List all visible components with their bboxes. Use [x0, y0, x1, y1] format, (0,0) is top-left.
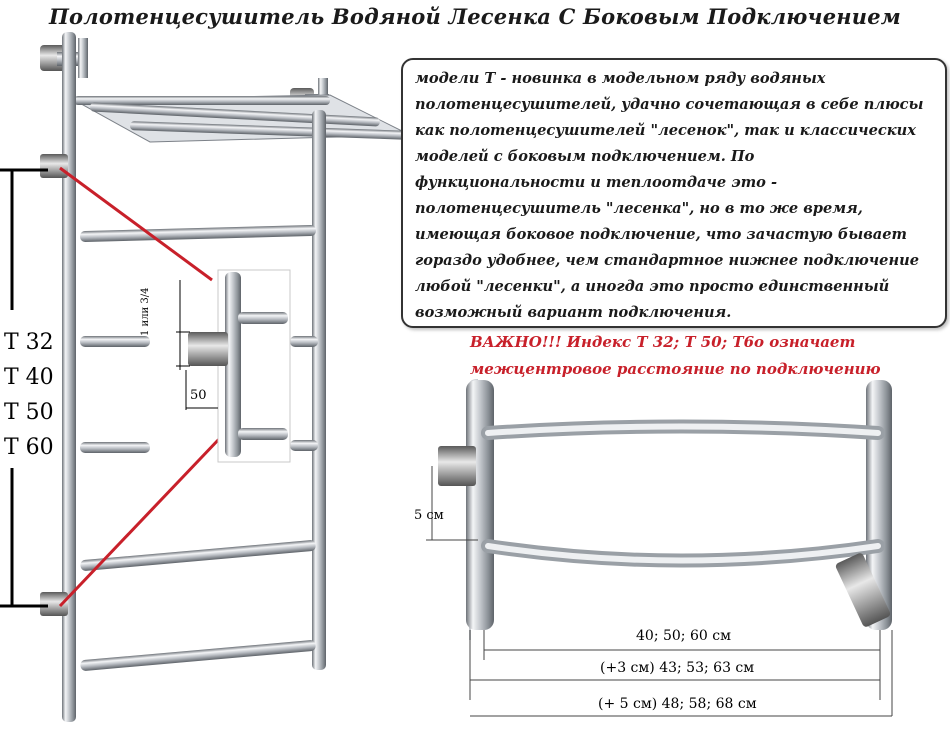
- height-5cm-label: 5 см: [414, 508, 444, 523]
- description-line: гораздо удобнее, чем стандартное нижнее …: [415, 252, 919, 269]
- left-pole: [62, 32, 76, 722]
- description-line: полотенцесушитель "лесенка", но в то же …: [415, 200, 863, 217]
- side-view-drawing: [426, 379, 893, 717]
- rung: [80, 540, 316, 571]
- shelf-bar: [74, 96, 330, 105]
- description-line: как полотенцесушителей "лесенок", так и …: [415, 122, 916, 139]
- description-box: модели Т - новинка в модельном ряду водя…: [401, 58, 947, 328]
- description-line: функциональности и теплоотдаче это -: [415, 174, 778, 191]
- side-connector-bottom: [40, 592, 68, 616]
- important-note: ВАЖНО!!! Индекс Т 32; Т 50; Т6о означает…: [470, 329, 900, 383]
- spacing-dimension: [0, 168, 48, 608]
- description-line: имеющая боковое подключение, что зачасту…: [415, 226, 907, 243]
- width-dimension-2: (+3 см) 43; 53; 63 см: [600, 660, 755, 676]
- callout-line-bottom: [58, 436, 222, 608]
- important-line-2: межцентровое расстояние по подключению: [470, 360, 881, 378]
- index-label-t50: Т 50: [4, 400, 54, 425]
- width-dimension-3: (+ 5 см) 48; 58; 68 см: [598, 696, 757, 712]
- index-label-t32: Т 32: [4, 330, 54, 355]
- rung: [80, 225, 316, 242]
- side-connector-top: [40, 154, 68, 178]
- rung: [80, 442, 150, 453]
- thread-fitting: [188, 332, 228, 366]
- index-label-t60: Т 60: [4, 435, 54, 460]
- description-line: модели Т - новинка в модельном ряду водя…: [415, 70, 826, 87]
- important-line-1: ВАЖНО!!! Индекс Т 32; Т 50; Т6о означает: [470, 333, 856, 351]
- width-dimension-1: 40; 50; 60 см: [636, 628, 731, 644]
- connection-detail-inset: [176, 269, 291, 463]
- rung: [80, 640, 316, 671]
- rung: [80, 336, 150, 347]
- description-line: возможный вариант подключения.: [415, 304, 732, 321]
- description-line: моделей с боковым подключением. По: [415, 148, 755, 165]
- description-line: любой "лесенки", а иногда это просто еди…: [415, 278, 890, 295]
- callout-line-top: [59, 166, 213, 282]
- index-label-t40: Т 40: [4, 365, 54, 390]
- description-line: полотенцесушителей, удачно сочетающая в …: [415, 96, 924, 113]
- side-view-left-pole: [466, 380, 494, 630]
- side-view-connector: [438, 446, 476, 486]
- right-pole: [312, 110, 326, 670]
- page-title: Полотенцесушитель Водяной Лесенка С Боко…: [49, 4, 901, 29]
- offset-label: 50: [190, 388, 207, 403]
- side-view-right-pole: [866, 380, 892, 630]
- thread-size-label: 1 или 3/4: [140, 287, 151, 337]
